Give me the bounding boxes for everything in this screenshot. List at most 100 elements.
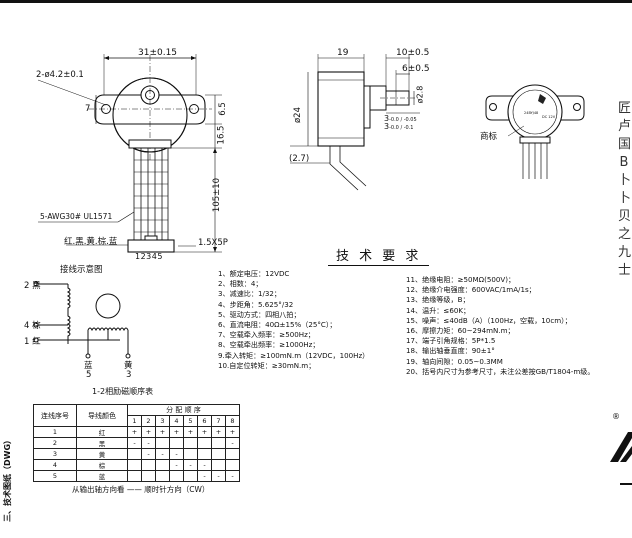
specs-title: 技 术 要 求 bbox=[328, 245, 430, 266]
sequence-cell bbox=[169, 470, 184, 482]
spec-item: 10.自定位转矩：≥30mN.m； bbox=[218, 360, 316, 370]
sequence-cell bbox=[211, 448, 226, 460]
sequence-cell: + bbox=[183, 426, 198, 438]
sequence-cell: - bbox=[225, 437, 240, 449]
sequence-cell bbox=[211, 437, 226, 449]
edge-glyph: 士 bbox=[618, 263, 632, 278]
sequence-cell: - bbox=[183, 459, 198, 471]
edge-glyph: 匠 bbox=[618, 101, 632, 116]
sequence-cell bbox=[155, 470, 170, 482]
sequence-cell bbox=[155, 459, 170, 471]
spec-item: 9.牵入转矩：≥100mN.m（12VDC，100Hz） bbox=[218, 350, 370, 360]
sequence-cell: - bbox=[127, 437, 142, 449]
spec-item: 11、绝缘电阻：≥50MΩ(500V)； bbox=[406, 275, 516, 284]
row-color: 黄 bbox=[76, 448, 128, 460]
flange-height-label: 7 bbox=[85, 104, 91, 114]
trademark-label: 商标 bbox=[480, 132, 498, 142]
side-dim-6-label: 6±0.5 bbox=[402, 64, 430, 74]
table-header-group: 分 配 顺 序 bbox=[127, 404, 240, 416]
pin-5-num: 5 bbox=[86, 370, 92, 380]
sequence-cell bbox=[183, 470, 198, 482]
sequence-cell bbox=[127, 448, 142, 460]
direction-footer: 从输出轴方向看 —— 顺时针方向（CW） bbox=[72, 485, 210, 494]
spec-item: 19、轴向间隙：0.05~0.3MM bbox=[406, 356, 503, 366]
specs-right-column: 11、绝缘电阻：≥50MΩ(500V)； 12、绝缘介电强度：600VAC/1m… bbox=[406, 275, 594, 377]
flat-diameter-label: ø2.8 bbox=[415, 85, 425, 104]
table-header-seq: 连线序号 bbox=[33, 404, 77, 427]
step-header: 8 bbox=[225, 415, 240, 427]
step-header: 2 bbox=[141, 415, 156, 427]
spec-item: 2、相数：4； bbox=[218, 279, 263, 289]
edge-glyph: 卜 bbox=[618, 173, 632, 188]
specs-left-column: 1、额定电压：12VDC 2、相数：4； 3、减速比：1/32； 4、步距角：5… bbox=[218, 269, 369, 371]
spec-item: 1、额定电压：12VDC bbox=[218, 269, 290, 278]
spec-item: 5、驱动方式：四相八拍； bbox=[218, 309, 301, 319]
side-view-drawing bbox=[290, 54, 420, 191]
spec-item: 14、温升：≤60K； bbox=[406, 305, 471, 315]
edge-glyph: 之 bbox=[618, 227, 632, 242]
sequence-cell bbox=[197, 448, 212, 460]
spec-item: 12、绝缘介电强度：600VAC/1mA/1s； bbox=[406, 285, 536, 295]
row-color: 红 bbox=[76, 426, 128, 438]
edge-glyph: 贝 bbox=[618, 209, 632, 224]
sequence-cell bbox=[225, 459, 240, 471]
spec-item: 3、减速比：1/32； bbox=[218, 289, 282, 299]
sequence-cell bbox=[225, 448, 240, 460]
pin-1-label: 1 红 bbox=[24, 337, 41, 347]
dim-2-7-label: (2.7) bbox=[289, 154, 310, 164]
sequence-cell bbox=[169, 437, 184, 449]
sequence-cell: + bbox=[225, 426, 240, 438]
connector-body bbox=[127, 239, 175, 253]
pin-3-name: 黄 bbox=[124, 361, 133, 371]
top-border bbox=[0, 0, 632, 3]
row-number: 1 bbox=[33, 426, 77, 438]
sequence-cell: + bbox=[169, 426, 184, 438]
edge-glyph: 卜 bbox=[618, 191, 632, 206]
wire-bundle bbox=[133, 148, 169, 240]
edge-glyph: 卢 bbox=[618, 119, 632, 134]
pin-3-num: 3 bbox=[126, 370, 132, 380]
width-dimension-label: 31±0.15 bbox=[138, 48, 178, 58]
spec-item: 7、空载牵入频率：≥500Hz； bbox=[218, 330, 315, 340]
step-header: 3 bbox=[155, 415, 170, 427]
diameter-24-label: ø24 bbox=[293, 106, 304, 124]
side-dim-10-label: 10±0.5 bbox=[396, 48, 430, 58]
svg-text:24BYJ48: 24BYJ48 bbox=[524, 111, 538, 115]
spec-item: 15、噪声：≤40dB（A）（100Hz，空载，10cm）； bbox=[406, 315, 572, 325]
pin-5-name: 蓝 bbox=[84, 361, 93, 371]
edge-glyph: 九 bbox=[618, 245, 632, 260]
row-number: 5 bbox=[33, 470, 77, 482]
sequence-cell bbox=[183, 437, 198, 449]
brand-logo-icon bbox=[610, 432, 632, 485]
wiring-diagram bbox=[33, 281, 131, 359]
row-color: 棕 bbox=[76, 459, 128, 471]
holes-dimension-label: 2-ø4.2±0.1 bbox=[36, 70, 84, 80]
sequence-cell: + bbox=[127, 426, 142, 438]
sequence-cell: - bbox=[169, 448, 184, 460]
sequence-cell: - bbox=[211, 470, 226, 482]
wire-colors-label: 红.黑.黄.棕.蓝 bbox=[64, 237, 118, 247]
spec-item: 18、输出轴垂直度：90±1° bbox=[406, 346, 495, 356]
spec-item: 8、空载牵出频率：≥1000Hz； bbox=[218, 340, 320, 350]
step-header: 5 bbox=[183, 415, 198, 427]
sequence-cell: - bbox=[155, 448, 170, 460]
sequence-cell bbox=[197, 437, 212, 449]
spec-item: 17、端子引角规格：5P*1.5 bbox=[406, 336, 496, 346]
front-view-drawing bbox=[37, 54, 222, 253]
step-header: 7 bbox=[211, 415, 226, 427]
row-color: 黑 bbox=[76, 437, 128, 449]
sequence-cell: + bbox=[197, 426, 212, 438]
sequence-cell: - bbox=[197, 470, 212, 482]
row-number: 2 bbox=[33, 437, 77, 449]
side-body bbox=[317, 71, 365, 147]
shaft-tol-a-label: 3-0.0 / -0.05 bbox=[384, 114, 417, 123]
spec-item: 20、括号内尺寸为参考尺寸，未注公差按GB/T1804-m级。 bbox=[406, 366, 595, 376]
row-number: 3 bbox=[33, 448, 77, 460]
sequence-cell bbox=[141, 459, 156, 471]
